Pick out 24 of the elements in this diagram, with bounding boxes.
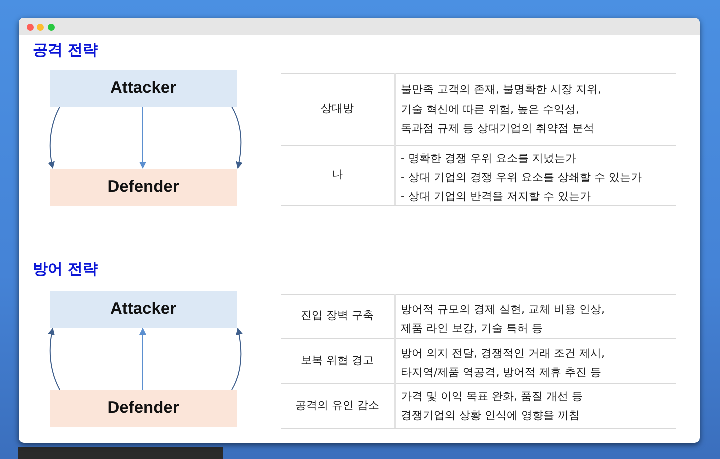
bullet-item: - 상대 기업의 반격을 저지할 수 있는가 — [401, 189, 591, 205]
arrow — [140, 328, 146, 390]
description-text: 불만족 고객의 존재, 불명확한 시장 지위, 기술 혁신에 따른 위험, 높은 수익성, 독과점 규제 등 상대기업의 취약점 분석 — [401, 82, 602, 137]
row-label: 보복 위협 경고 — [301, 352, 374, 368]
arrow — [48, 106, 60, 169]
actor-box: Attacker — [50, 70, 237, 107]
arrow — [48, 328, 60, 390]
actor-box: Attacker — [50, 291, 237, 328]
bullet-item: - 상대 기업의 경쟁 우위 요소를 상쇄할 수 있는가 — [401, 170, 642, 186]
row-label: 나 — [332, 167, 343, 183]
row-label: 상대방 — [321, 101, 354, 117]
bullet-item: - 명확한 경쟁 우위 요소를 지녔는가 — [401, 150, 576, 166]
row-label: 진입 장벽 구축 — [301, 308, 374, 324]
arrow — [232, 328, 243, 390]
description-text: 방어적 규모의 경제 실현, 교체 비용 인상, 제품 라인 보강, 기술 특허 등 — [401, 302, 606, 336]
arrow — [140, 106, 146, 169]
actor-box: Defender — [50, 169, 237, 206]
description-text: 방어 의지 전달, 경쟁적인 거래 조건 제시, 타지역/제품 역공격, 방어적 제휴 추진 등 — [401, 346, 606, 381]
section-heading: 공격 전략 — [33, 40, 98, 60]
arrow — [232, 106, 243, 169]
row-label: 공격의 유인 감소 — [296, 398, 380, 414]
description-text: 가격 및 이익 목표 완화, 품질 개선 등 경쟁기업의 상황 인식에 영향을 끼침 — [401, 389, 584, 424]
section-heading: 방어 전략 — [33, 259, 98, 279]
actor-box: Defender — [50, 390, 237, 427]
